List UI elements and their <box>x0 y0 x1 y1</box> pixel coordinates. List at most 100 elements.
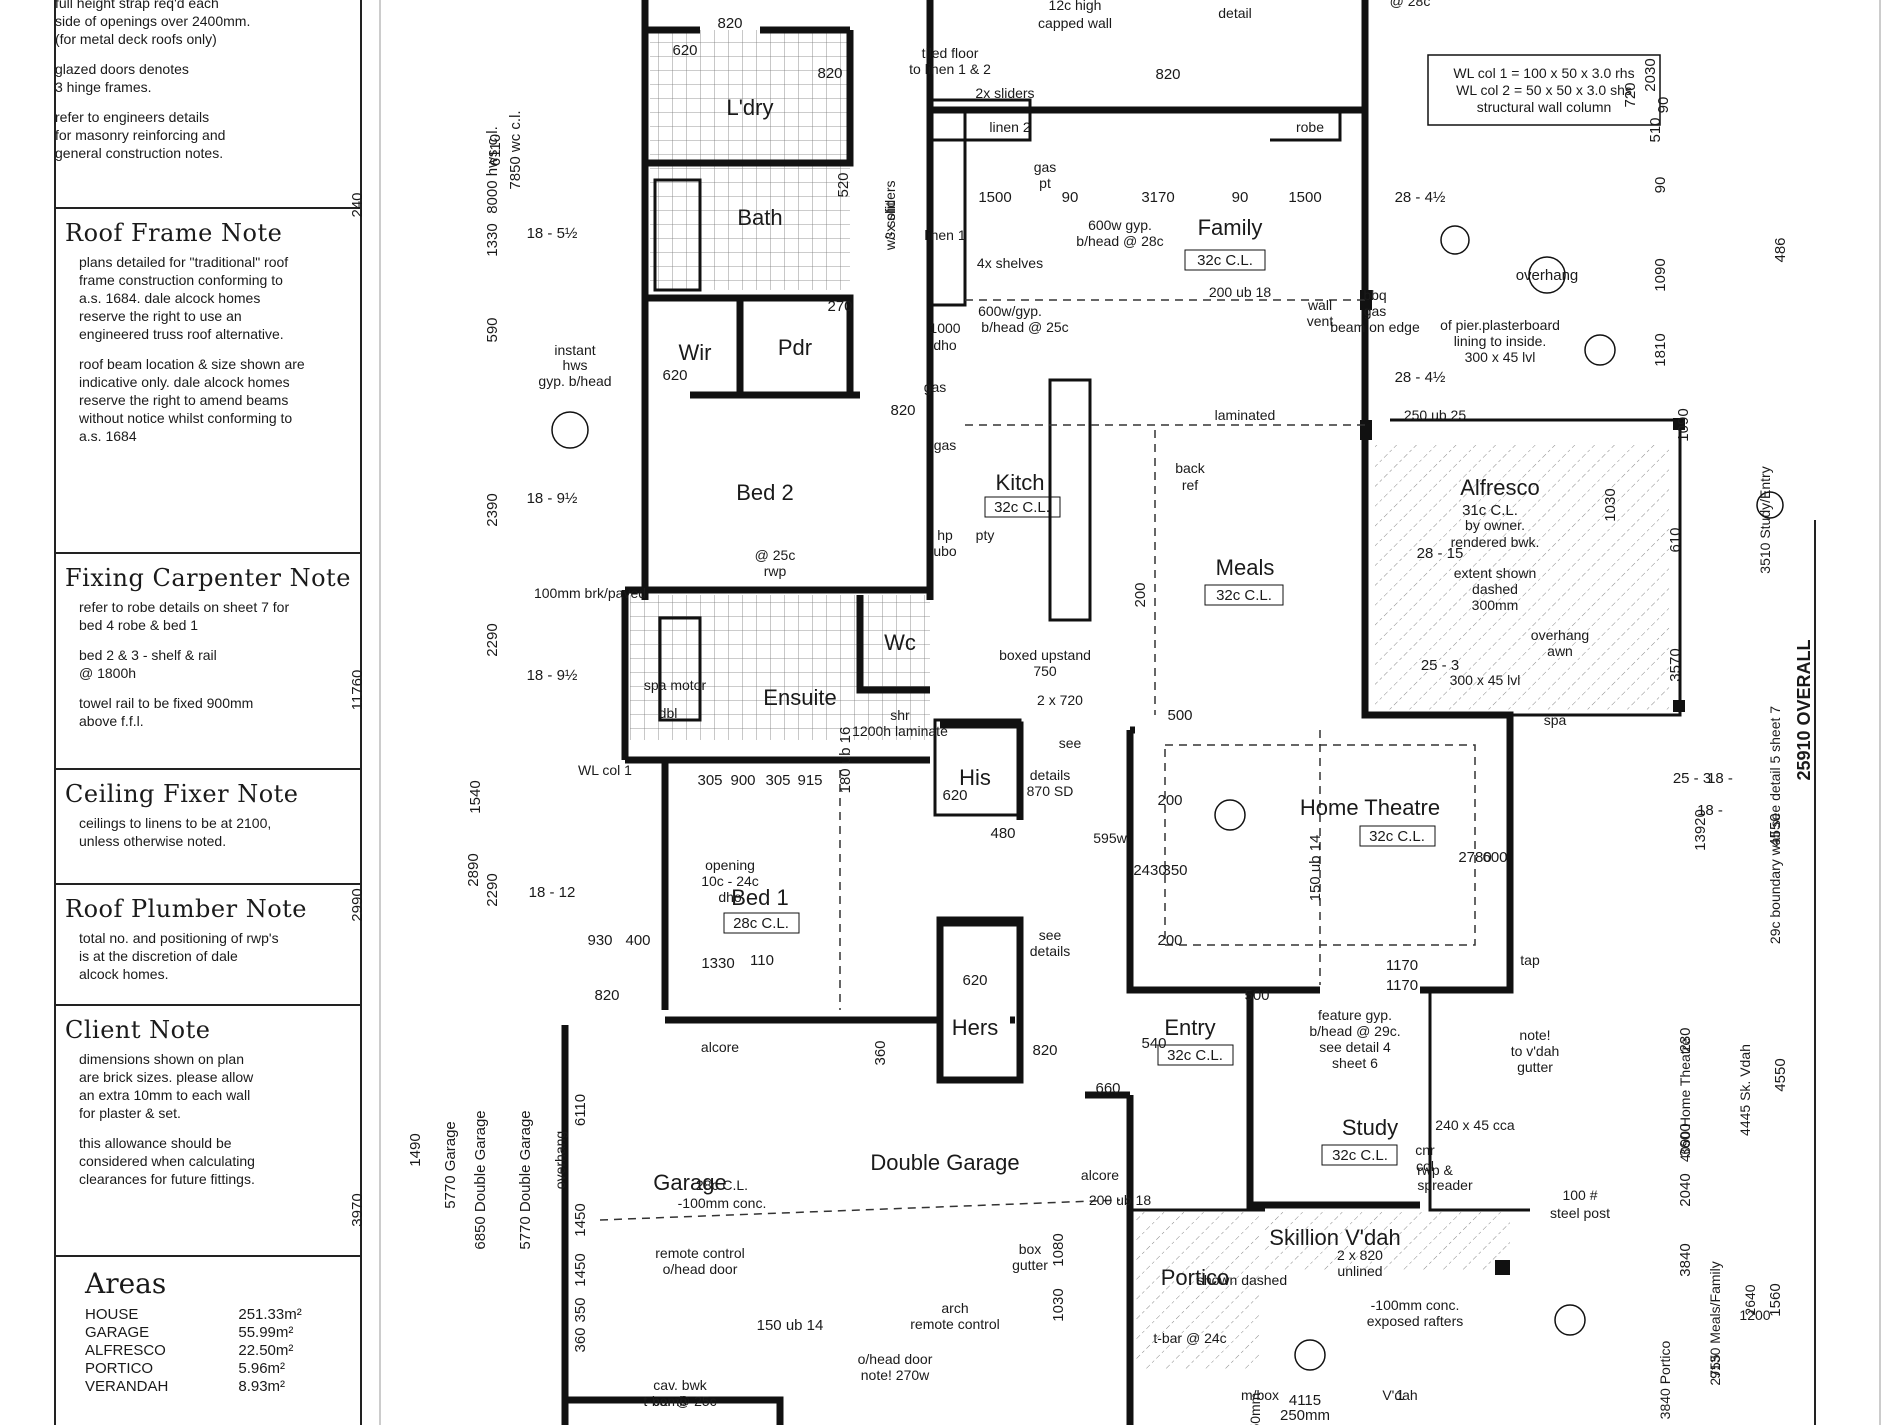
linen-2 <box>930 98 1032 142</box>
dimension-label: 1450 <box>572 1253 589 1286</box>
annotation: V'dah <box>1382 1387 1417 1403</box>
annotation: box <box>1019 1241 1042 1257</box>
note-heading: Roof Frame Note <box>65 219 283 247</box>
linen-1 <box>928 110 967 307</box>
annotation: rendered bwk. <box>1451 534 1540 550</box>
dimension-label: 13920 <box>1692 809 1709 851</box>
annotation: WL col 1 <box>578 762 632 778</box>
annotation: hws <box>563 357 588 373</box>
dimension-label: 90 <box>1652 177 1669 194</box>
dimension-label: 7850 wc c.l. <box>507 110 524 189</box>
dimension-label: 900 <box>730 772 755 789</box>
annotation: overhang <box>1531 627 1589 643</box>
annotation: linen 1 <box>924 227 965 243</box>
area-name: ALFRESCO <box>85 1342 166 1359</box>
ceiling-alfresco: 31c C.L. <box>1462 502 1518 519</box>
bed1-cl-box <box>723 912 800 934</box>
spa-bath <box>658 616 702 722</box>
entry-cl-box <box>1157 1044 1234 1066</box>
annotation: b/head @ 25c <box>981 319 1068 335</box>
dimension-label: 200 <box>1157 932 1182 949</box>
dimension-label: 1540 <box>467 780 484 813</box>
annotation: spreader <box>1417 1177 1473 1193</box>
kitch-cl-box <box>984 496 1061 518</box>
study-cl-box <box>1321 1144 1398 1166</box>
dimension-label: 4115 <box>1289 1392 1321 1409</box>
ceiling-study: 32c C.L. <box>1332 1147 1388 1164</box>
dimension-label: 28 - 15 <box>1417 545 1464 562</box>
wall-hers <box>936 916 1024 1084</box>
annotation: shown dashed <box>1197 1272 1287 1288</box>
annotation: dho <box>718 889 742 905</box>
annotation: bbq <box>1363 287 1386 303</box>
note-line: full height strap req'd each <box>55 0 219 11</box>
annotation: feature gyp. <box>1318 1007 1392 1023</box>
dimension-label: 2290 <box>484 623 501 656</box>
dimension-label: 1500 <box>1288 189 1321 206</box>
dimension-label: overhang <box>1516 267 1579 284</box>
walls <box>561 0 1514 1425</box>
annotation: rwp <box>764 563 787 579</box>
annotation: overhang <box>552 1131 568 1189</box>
note-heading: Ceiling Fixer Note <box>65 780 299 808</box>
annotation: col <box>1416 1158 1434 1174</box>
dimension-label: 18 - 5½ <box>527 225 578 242</box>
annotation: t-bar @ 25c <box>643 1393 716 1409</box>
annotation: w/- sofit <box>882 202 898 251</box>
dimension-label: 110 <box>750 952 774 969</box>
annotation: o/head door <box>663 1261 738 1277</box>
note-line: for masonry reinforcing and <box>55 127 226 143</box>
note-heading: Fixing Carpenter Note <box>65 564 351 592</box>
annotation: arch <box>941 1300 968 1316</box>
marker <box>1756 491 1784 519</box>
marker <box>1294 1339 1326 1371</box>
annotation: 4x shelves <box>977 255 1043 271</box>
roof-plumber-note: Roof Plumber Note total no. and position… <box>55 883 361 995</box>
family-cl-box <box>1184 249 1266 271</box>
room-garage: Garage <box>653 1170 726 1195</box>
dimension-label: 1080 <box>1050 1233 1067 1266</box>
column <box>1360 290 1372 310</box>
annotation: 870 SD <box>1027 783 1074 799</box>
annotation: remote control <box>910 1316 999 1332</box>
annotation: 2755 <box>1707 1354 1723 1385</box>
annotation: vent <box>1307 313 1334 329</box>
dimension-label: 90 <box>1062 189 1079 206</box>
dimension-label: 5770 Garage <box>442 1121 459 1209</box>
note-line: refer to engineers details <box>55 109 210 125</box>
dimension-label: 1560 <box>1767 1283 1784 1316</box>
annotation: 600w gyp. <box>1088 217 1152 233</box>
dimension-label: 25 - 3 <box>1421 657 1459 674</box>
dimension-label: 1090 <box>1652 258 1669 291</box>
annotation: pty <box>976 527 995 543</box>
room-pdr: Pdr <box>778 335 812 360</box>
annotation: to v'dah <box>1511 1043 1560 1059</box>
top-notes: full height strap req'd each side of ope… <box>55 0 250 162</box>
vdah-hatch <box>1265 1210 1510 1270</box>
dimension-label: 18 - 9½ <box>527 490 578 507</box>
dimension-label: 930 <box>587 932 612 949</box>
annotation: @ 25c <box>755 547 796 563</box>
annotation: sheet 6 <box>1332 1055 1378 1071</box>
his-robe <box>933 718 1022 817</box>
dimension-label: 1810 <box>1652 333 1669 366</box>
annotation: spa motor <box>644 677 707 693</box>
annotation: pt <box>1039 175 1051 191</box>
dimension-label: 1090 <box>1675 408 1692 441</box>
dimension-label: 620 <box>662 367 687 384</box>
dimension-label: 820 <box>594 987 619 1004</box>
annotation: 2640 <box>1742 1284 1758 1315</box>
room-bed1: Bed 1 <box>731 885 789 910</box>
annotation: details <box>1030 943 1070 959</box>
dimension-label: 2390 <box>484 493 501 526</box>
dimension-label: 5770 Double Garage <box>517 1110 534 1249</box>
dimension-label: 2040 <box>1677 1173 1694 1206</box>
dimension-label: 4550 <box>1767 813 1784 846</box>
wall-garage-bottom <box>565 1396 784 1425</box>
annotation: cnr <box>1415 1142 1435 1158</box>
wall-ensuite-bed1 <box>621 590 930 764</box>
annotation: wall <box>1307 297 1332 313</box>
thin-walls <box>653 98 1682 1212</box>
dimension-label: 400 <box>625 932 650 949</box>
